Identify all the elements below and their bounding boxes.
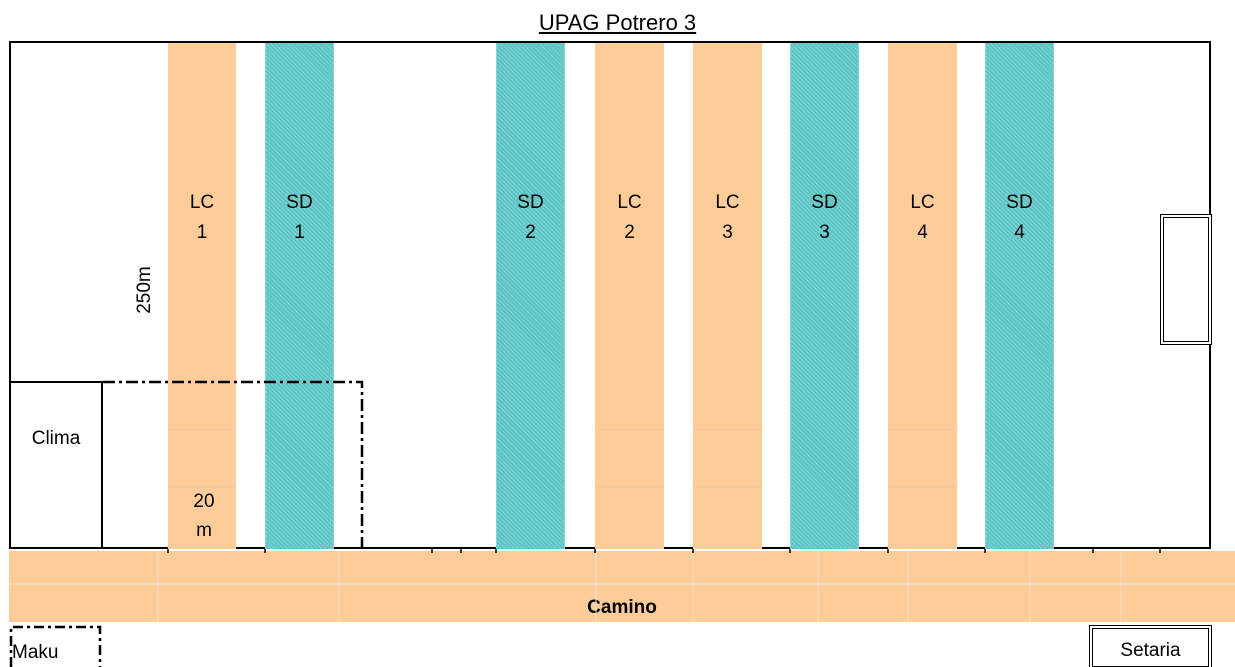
strip-sd-4-label: SD 4 — [986, 188, 1053, 248]
width-dimension-label: 20 m — [170, 487, 238, 545]
strip-lc-1-number: 1 — [196, 222, 208, 243]
camino-road — [9, 551, 1235, 622]
width-dimension-value: 20 — [193, 491, 215, 512]
setaria-label: Setaria — [1120, 640, 1181, 661]
diagram-title: UPAG Potrero 3 — [538, 10, 697, 35]
strip-lc-1-label: LC 1 — [168, 188, 236, 248]
strip-sd-4: SD 4 — [985, 43, 1054, 549]
camino-label: Camino — [587, 597, 657, 618]
strip-sd-3-number: 3 — [819, 222, 830, 243]
strip-lc-1: LC 1 — [168, 43, 236, 549]
strip-sd-2-label: SD 2 — [497, 188, 564, 248]
strip-sd-2-type: SD — [517, 192, 544, 213]
strip-lc-3: LC 3 — [693, 43, 762, 549]
strip-sd-3-type: SD — [811, 192, 838, 213]
strip-sd-2-number: 2 — [525, 222, 536, 243]
clima-label: Clima — [31, 428, 81, 449]
clima-area — [9, 381, 103, 549]
width-dimension-unit: m — [196, 520, 212, 541]
strip-lc-1-type: LC — [189, 192, 215, 213]
strip-sd-3: SD 3 — [790, 43, 859, 549]
strip-lc-2-label: LC 2 — [595, 188, 664, 248]
strip-sd-4-type: SD — [1006, 192, 1033, 213]
strip-lc-2: LC 2 — [595, 43, 664, 549]
strip-sd-1: SD 1 — [265, 43, 334, 549]
strip-lc-4: LC 4 — [888, 43, 957, 549]
strip-lc-4-number: 4 — [917, 222, 928, 243]
strip-lc-3-label: LC 3 — [693, 188, 762, 248]
strip-sd-1-number: 1 — [294, 222, 305, 243]
strip-sd-4-number: 4 — [1014, 222, 1025, 243]
maku-label: Maku — [12, 642, 59, 663]
length-dimension-label: 250m — [134, 266, 155, 314]
strip-sd-2: SD 2 — [496, 43, 565, 549]
strip-lc-3-type: LC — [715, 192, 740, 213]
strip-sd-1-type: SD — [286, 192, 313, 213]
strip-lc-2-type: LC — [617, 192, 642, 213]
strip-lc-4-type: LC — [910, 192, 935, 213]
strip-lc-4-label: LC 4 — [888, 188, 957, 248]
strip-sd-1-label: SD 1 — [266, 188, 333, 248]
strip-sd-3-label: SD 3 — [791, 188, 858, 248]
strip-lc-2-number: 2 — [624, 222, 635, 243]
strip-lc-3-number: 3 — [722, 222, 733, 243]
gate-box — [1160, 214, 1212, 345]
